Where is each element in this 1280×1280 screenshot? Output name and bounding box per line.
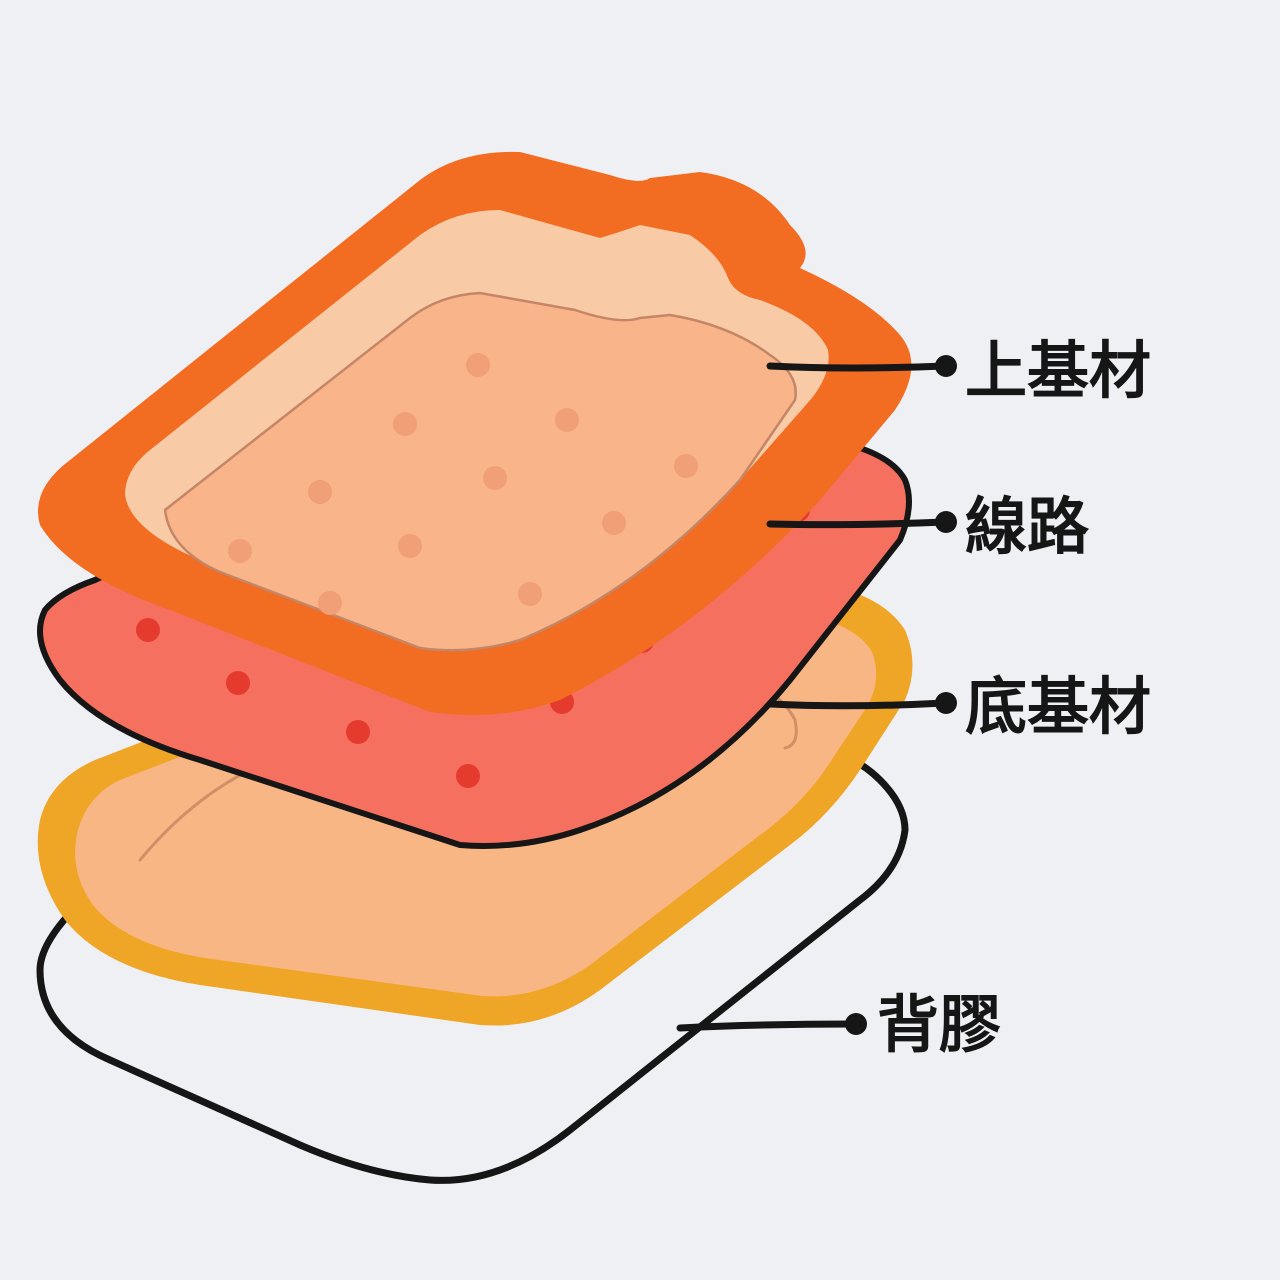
- texture-dot: [518, 582, 542, 606]
- texture-dot: [602, 511, 626, 535]
- top-texture-dots: [228, 353, 698, 615]
- texture-dot: [555, 408, 579, 432]
- label-top-substrate: 上基材: [965, 334, 1151, 407]
- leader-dot: [845, 1013, 867, 1035]
- texture-dot: [483, 466, 507, 490]
- leader-bottom-substrate: [766, 692, 957, 714]
- layer-top-substrate: [38, 151, 912, 716]
- leader-top-substrate: [766, 355, 957, 377]
- leader-adhesive: [676, 1013, 867, 1035]
- texture-dot: [466, 353, 490, 377]
- leader-circuit: [766, 511, 957, 533]
- leader-dot: [935, 511, 957, 533]
- leader-lines: [676, 355, 957, 1035]
- circuit-dot: [136, 618, 160, 642]
- texture-dot: [228, 539, 252, 563]
- circuit-dot: [346, 720, 370, 744]
- label-adhesive: 背膠: [877, 988, 1001, 1061]
- leader-dot: [935, 692, 957, 714]
- texture-dot: [398, 534, 422, 558]
- circuit-dot: [226, 671, 250, 695]
- texture-dot: [308, 480, 332, 504]
- texture-dot: [674, 454, 698, 478]
- texture-dot: [393, 412, 417, 436]
- leader-dot: [935, 355, 957, 377]
- top-substrate-inner-surface: [163, 291, 797, 652]
- label-circuit: 線路: [965, 490, 1090, 563]
- texture-dot: [318, 591, 342, 615]
- label-bottom-substrate: 底基材: [965, 670, 1151, 743]
- circuit-dot: [456, 764, 480, 788]
